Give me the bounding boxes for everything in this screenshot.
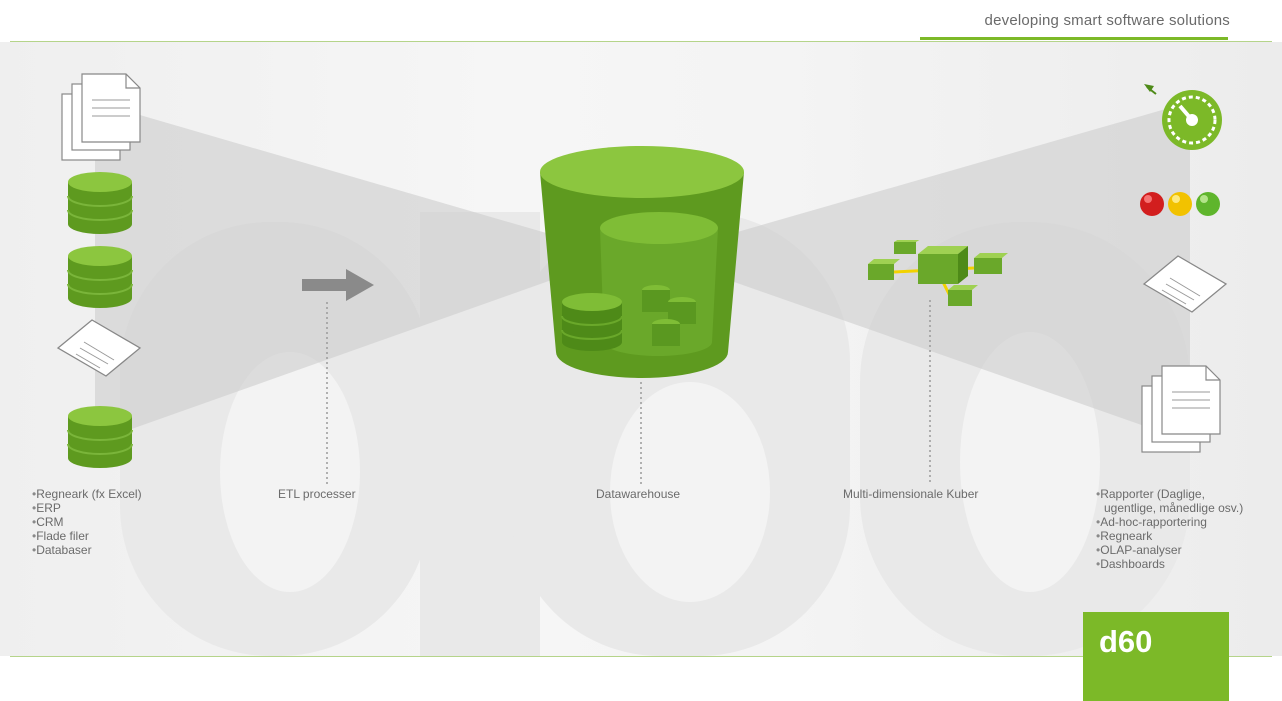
logo-text: d60 — [1099, 624, 1153, 659]
list-item: Flade filer — [32, 529, 142, 543]
document-stack-icon — [1141, 365, 1221, 453]
d60-logo: d60 — [1083, 612, 1229, 701]
arrow-right-icon — [302, 269, 374, 301]
datawarehouse-label: Datawarehouse — [596, 487, 681, 501]
file-icon — [56, 319, 142, 377]
outputs-list: Rapporter (Daglige, ugentlige, månedlige… — [1096, 487, 1243, 571]
list-item-text: ugentlige, månedlige osv.) — [1104, 501, 1244, 515]
file-icon — [1142, 255, 1228, 313]
list-item: Rapporter (Daglige, — [1096, 487, 1243, 501]
list-item: Databaser — [32, 543, 142, 557]
list-item: Regneark — [1096, 529, 1243, 543]
tagline-underline — [920, 37, 1228, 40]
list-item: Ad-hoc-rapportering — [1096, 515, 1243, 529]
sources-list: Regneark (fx Excel) ERP CRM Flade filer … — [32, 487, 142, 557]
list-item: CRM — [32, 515, 142, 529]
cube-network-icon — [868, 240, 1008, 306]
etl-label: ETL processer — [278, 487, 356, 501]
warehouse-cylinder-icon — [540, 146, 744, 378]
warehouse-db-small — [561, 293, 623, 351]
input-funnel — [95, 102, 560, 442]
list-item: Dashboards — [1096, 557, 1243, 571]
list-item: ERP — [32, 501, 142, 515]
bottom-divider — [10, 656, 1272, 657]
document-stack-icon — [61, 73, 141, 161]
list-item: Regneark (fx Excel) — [32, 487, 141, 501]
list-item: OLAP-analyser — [1096, 543, 1243, 557]
database-icon — [67, 172, 133, 234]
tagline: developing smart software solutions — [984, 12, 1230, 29]
traffic-lights-icon — [1140, 192, 1220, 216]
diagram-stage: Regneark (fx Excel) ERP CRM Flade filer … — [0, 42, 1282, 656]
top-divider — [10, 41, 1272, 42]
database-icon — [67, 246, 133, 308]
database-icon — [67, 406, 133, 468]
cubes-label: Multi-dimensionale Kuber — [843, 487, 979, 501]
header-bar: developing smart software solutions — [0, 0, 1282, 42]
speedometer-icon — [1144, 84, 1222, 150]
list-item-continuation: ugentlige, månedlige osv.) — [1096, 501, 1243, 515]
